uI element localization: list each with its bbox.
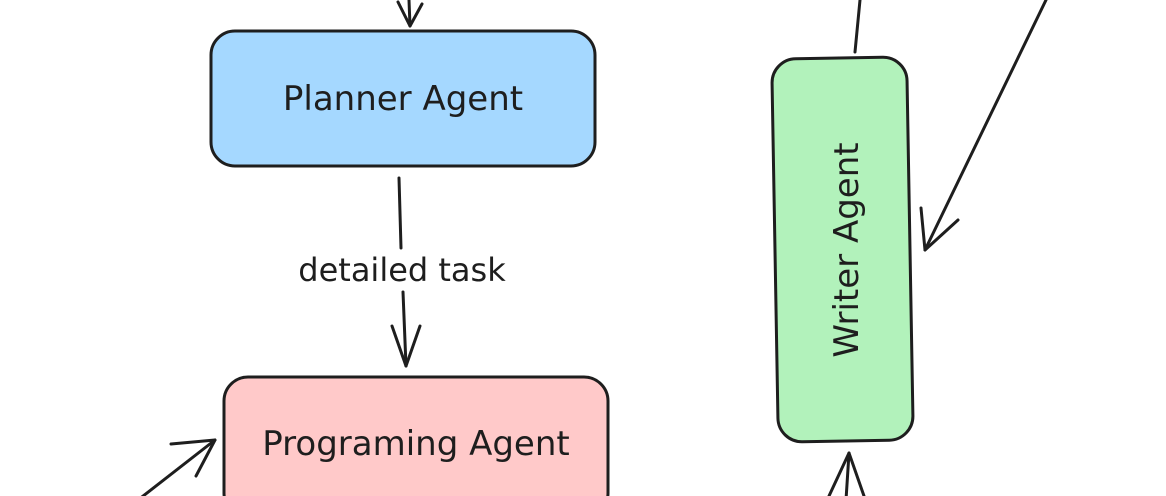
- arrow-into-planner: [396, 0, 424, 28]
- programming-agent-node[interactable]: Programing Agent: [222, 375, 610, 496]
- arrow-into-writer-bottom: [827, 451, 866, 496]
- arrow-into-writer-right: [919, 0, 1048, 252]
- writer-agent-label: Writer Agent: [827, 142, 867, 357]
- edge-label-detailed-task: detailed task: [298, 251, 506, 289]
- planner-agent-label: Planner Agent: [283, 79, 523, 119]
- programming-agent-box: [222, 375, 610, 496]
- arrow-planner-to-programming: [390, 176, 422, 368]
- line-from-writer-top: [853, 0, 862, 54]
- writer-agent-node[interactable]: Writer Agent: [770, 55, 915, 444]
- planner-agent-box: [209, 29, 597, 168]
- programming-agent-label: Programing Agent: [262, 424, 569, 464]
- arrow-into-programming: [140, 438, 217, 496]
- planner-agent-node[interactable]: Planner Agent: [209, 29, 597, 168]
- writer-agent-box: [770, 55, 915, 444]
